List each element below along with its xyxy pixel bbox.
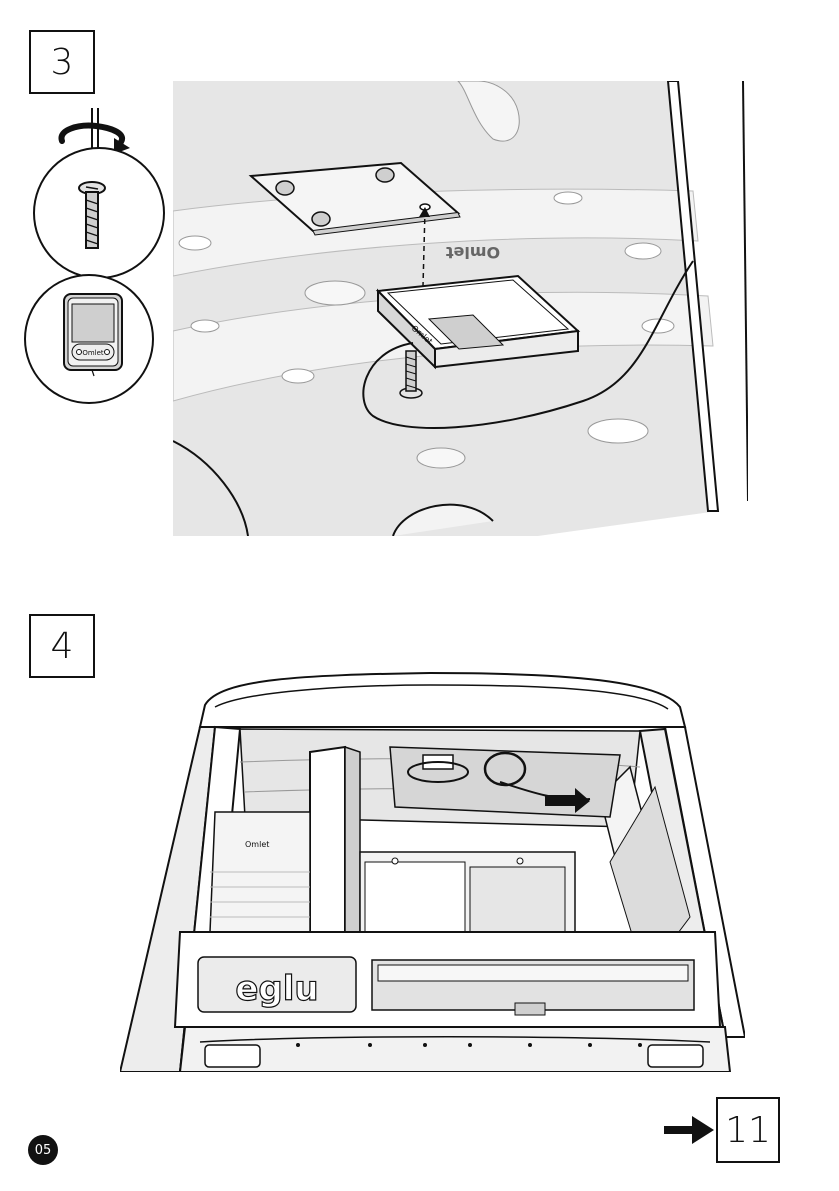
interior-brand-label: Omlet <box>245 840 269 849</box>
sensor-device-icon: Omlet <box>64 294 122 376</box>
next-page-box[interactable]: 11 <box>716 1097 780 1163</box>
mirrored-brand-text: Omlet <box>446 243 501 262</box>
right-arrow-icon <box>662 1112 716 1148</box>
step-4-number: 4 <box>51 626 74 667</box>
eglu-logo: eglu <box>235 969 318 1009</box>
screw-inset-illustration <box>18 108 168 278</box>
step-4-number-box: 4 <box>29 614 95 678</box>
step-3-number-box: 3 <box>29 30 95 94</box>
step-4-scene: Omlet eglu <box>120 667 745 1072</box>
page-number-badge: 05 <box>28 1135 58 1165</box>
next-page-number: 11 <box>725 1110 771 1151</box>
sensor-device-inset: Omlet <box>22 272 156 406</box>
sensor-brand-text: Omlet <box>82 349 104 357</box>
step-3-scene: Omlet Omlet <box>173 81 748 536</box>
step-3-number: 3 <box>51 42 74 83</box>
page-number: 05 <box>35 1143 52 1158</box>
